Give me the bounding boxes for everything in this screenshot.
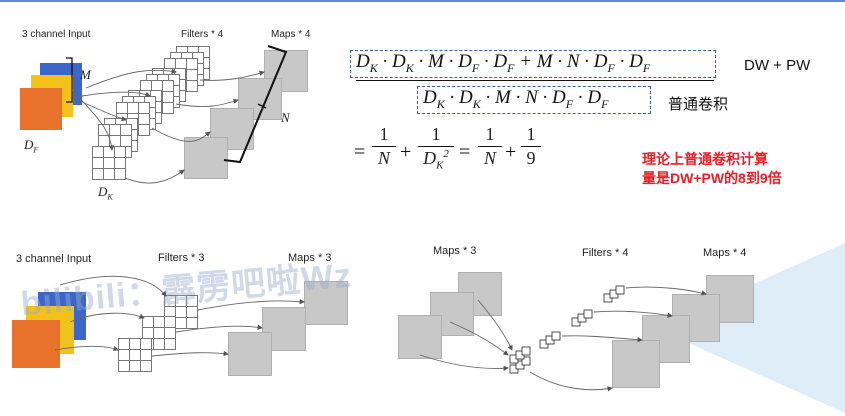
pw-output-map (612, 340, 660, 388)
equals-sign: = (354, 141, 366, 163)
output-map (184, 137, 228, 179)
bottom-left-arrows (54, 275, 305, 357)
depthwise-filter-grid (118, 338, 152, 372)
dw-pw-dashed-box (350, 50, 716, 78)
pw-input-map (398, 315, 442, 359)
pw-filters-label: Filters * 4 (582, 247, 629, 259)
bottom-filters-label: Filters * 3 (158, 252, 205, 264)
top-border-line (0, 0, 845, 2)
filter-grid (92, 146, 126, 180)
depthwise-output-map (228, 332, 272, 376)
depthwise-filter-grid (164, 295, 198, 329)
top-filter-arrows (124, 70, 265, 184)
top-input-label: 3 channel Input (22, 29, 91, 40)
pw-maps-out-label: Maps * 4 (703, 247, 747, 259)
conclusion-note: 理论上普通卷积计算 量是DW+PW的8到9倍 (642, 151, 782, 186)
bracket-N-tick (257, 103, 267, 109)
standard-conv-label: 普通卷积 (668, 96, 729, 113)
dw-pw-formula: DK · DK · M · DF · DF + M · N · DF · DF (356, 51, 651, 75)
symbol-DK: DK (98, 184, 113, 202)
bracket-M (66, 57, 73, 103)
symbol-DF: DF (24, 137, 39, 155)
standard-conv-formula: DK · DK · M · N · DF · DF (423, 87, 609, 111)
bottom-input-label: 3 channel Input (16, 253, 92, 265)
bracket-N (223, 45, 288, 164)
symbol-M: M (80, 67, 91, 82)
bottom-right-arrows (419, 286, 707, 392)
standard-conv-dashed-box (417, 86, 651, 114)
equals-sign-2: = (459, 141, 471, 163)
bottom-maps-label: Maps * 3 (288, 252, 332, 264)
input-channel-orange (12, 320, 60, 368)
pw-maps-in-label: Maps * 3 (433, 245, 477, 257)
pointwise-filters (509, 285, 625, 374)
dw-pw-label: DW + PW (744, 57, 811, 74)
top-input-arrows (71, 68, 177, 151)
plus-sign: + (400, 141, 412, 163)
fraction-bar (356, 80, 714, 81)
input-channel-orange (20, 88, 62, 130)
top-maps-label: Maps * 4 (271, 29, 311, 40)
plus-sign-2: + (505, 141, 517, 163)
top-filters-label: Filters * 4 (181, 29, 224, 40)
symbol-N: N (281, 110, 290, 125)
